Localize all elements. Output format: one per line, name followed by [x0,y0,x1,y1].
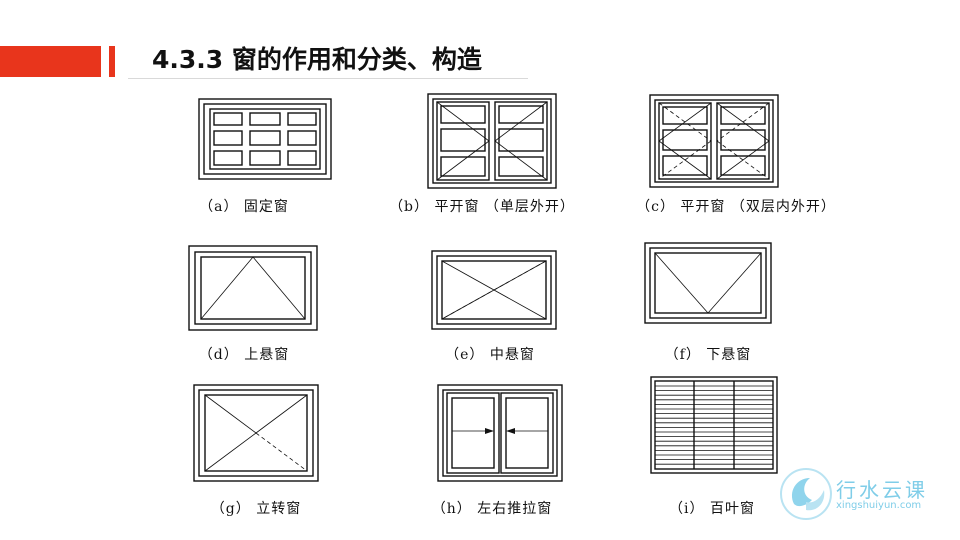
watermark-name: 行水云课 [836,478,928,502]
title-accent-tick [109,46,115,77]
caption-fixed-window: （a） 固定窗 [199,199,289,215]
watermark-logo-icon [780,468,832,520]
center-pivot-window-diagram [431,250,557,330]
title-divider [128,78,528,79]
casement-single-window-diagram [427,93,557,189]
vertical-pivot-window-diagram [193,384,319,482]
watermark-url: xingshuiyun.com [836,500,922,511]
caption-casement-single: （b） 平开窗 （单层外开） [389,199,575,215]
title-accent-bar [0,46,101,77]
caption-top-hung: （d） 上悬窗 [198,347,290,363]
caption-casement-double: （c） 平开窗 （双层内外开） [636,199,836,215]
sliding-window-diagram [437,384,563,482]
top-hung-window-diagram [188,245,318,331]
casement-double-window-diagram [649,94,779,188]
caption-louver: （i） 百叶窗 [669,501,755,517]
caption-bottom-hung: （f） 下悬窗 [664,347,752,363]
louver-window-diagram [650,376,778,474]
caption-sliding: （h） 左右推拉窗 [431,501,553,517]
bottom-hung-window-diagram [644,242,772,324]
page-title: 4.3.3 窗的作用和分类、构造 [152,45,482,74]
caption-vertical-pivot: （g） 立转窗 [210,501,302,517]
caption-center-pivot: （e） 中悬窗 [445,347,535,363]
fixed-window-diagram [198,98,332,180]
